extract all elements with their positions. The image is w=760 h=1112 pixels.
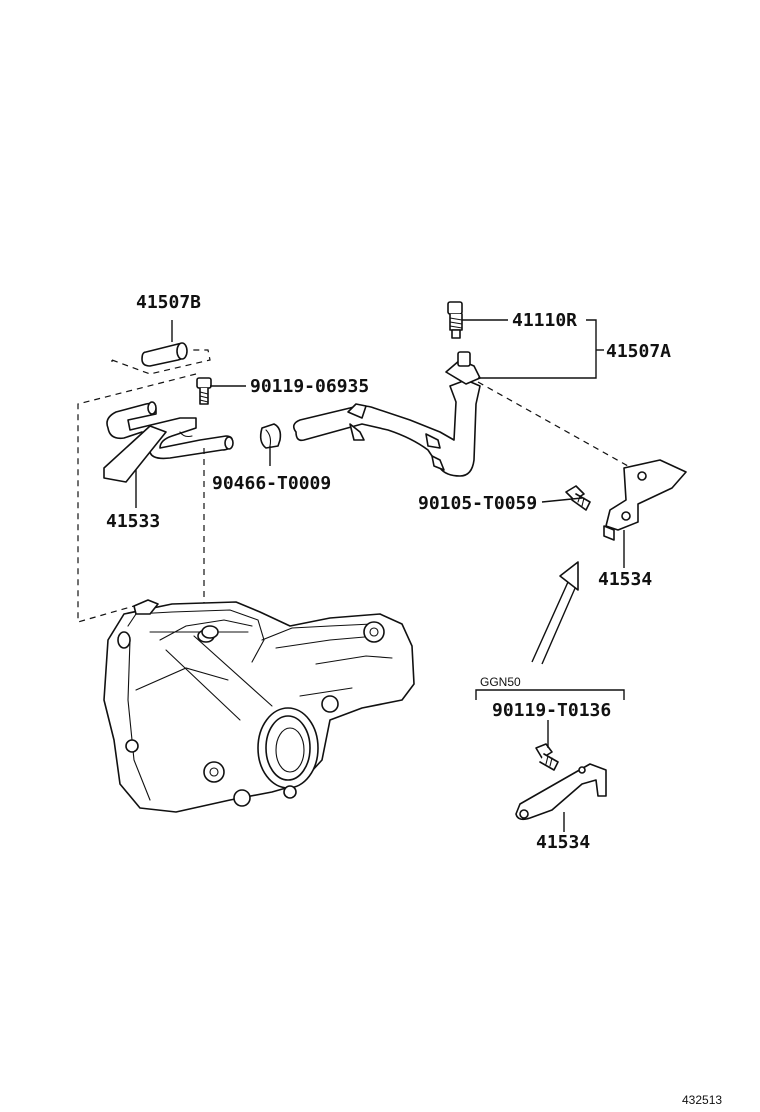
breather-plug-41110r-illustration: [447, 301, 463, 339]
label-hose-41507b: 41507B: [136, 292, 201, 313]
bolt-90119-t0136-illustration: [535, 743, 559, 771]
label-breather-plug-41110r: 41110R: [512, 310, 577, 331]
label-bracket-41534-upper: 41534: [598, 569, 652, 590]
arrow-indicator: [531, 561, 579, 665]
diagram-id: 432513: [682, 1093, 722, 1107]
hose-41507a-illustration: [292, 351, 481, 477]
label-bolt-90105-t0059: 90105-T0059: [418, 493, 537, 514]
leader-lines: [135, 319, 625, 832]
hose-41507b-illustration: [141, 342, 188, 367]
bolt-90119-06935-illustration: [196, 377, 212, 405]
pipe-41533-illustration: [77, 342, 234, 636]
bracket-41534-upper-illustration: [477, 381, 687, 541]
label-bracket-41534-lower: 41534: [536, 832, 590, 853]
clamp-90466-t0009-illustration: [259, 423, 282, 449]
transfer-case-housing-illustration: [103, 599, 415, 813]
label-pipe-41533: 41533: [106, 511, 160, 532]
label-hose-41507a: 41507A: [606, 341, 671, 362]
label-clamp-90466-t0009: 90466-T0009: [212, 473, 331, 494]
label-bolt-90119-06935: 90119-06935: [250, 376, 369, 397]
label-bolt-90119-t0136: 90119-T0136: [492, 700, 611, 721]
label-variant-ggn50: GGN50: [480, 675, 521, 689]
